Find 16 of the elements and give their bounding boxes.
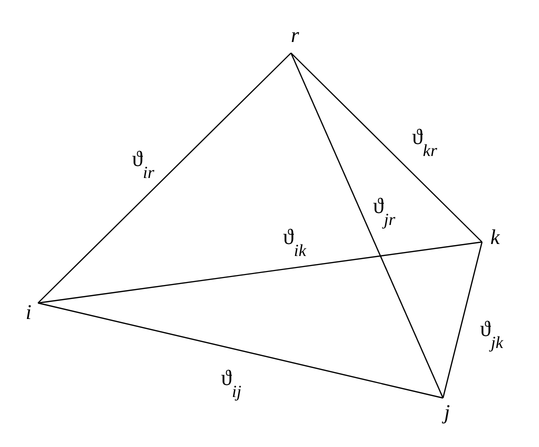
edge-line xyxy=(38,302,444,399)
edge-label: ϑ$_{jr}$ xyxy=(373,195,396,228)
edge-line xyxy=(290,52,482,242)
edge-label: ϑ$_{kr}$ xyxy=(412,126,438,159)
vertex-label: k xyxy=(484,224,506,250)
edge-label: ϑ$_{ij}$ xyxy=(221,367,242,400)
edge-label: ϑ$_{ik}$ xyxy=(283,226,306,259)
vertex-label: i xyxy=(20,298,37,326)
edge-line xyxy=(38,241,482,304)
vertex-label: r xyxy=(284,18,306,52)
edge-label: ϑ$_{ir}$ xyxy=(132,148,154,181)
edge-label: ϑ$_{jk}$ xyxy=(480,318,504,351)
vertex-label: j xyxy=(437,399,457,425)
edge-line xyxy=(38,52,292,304)
edge-line xyxy=(290,52,444,398)
edge-line xyxy=(442,242,483,398)
